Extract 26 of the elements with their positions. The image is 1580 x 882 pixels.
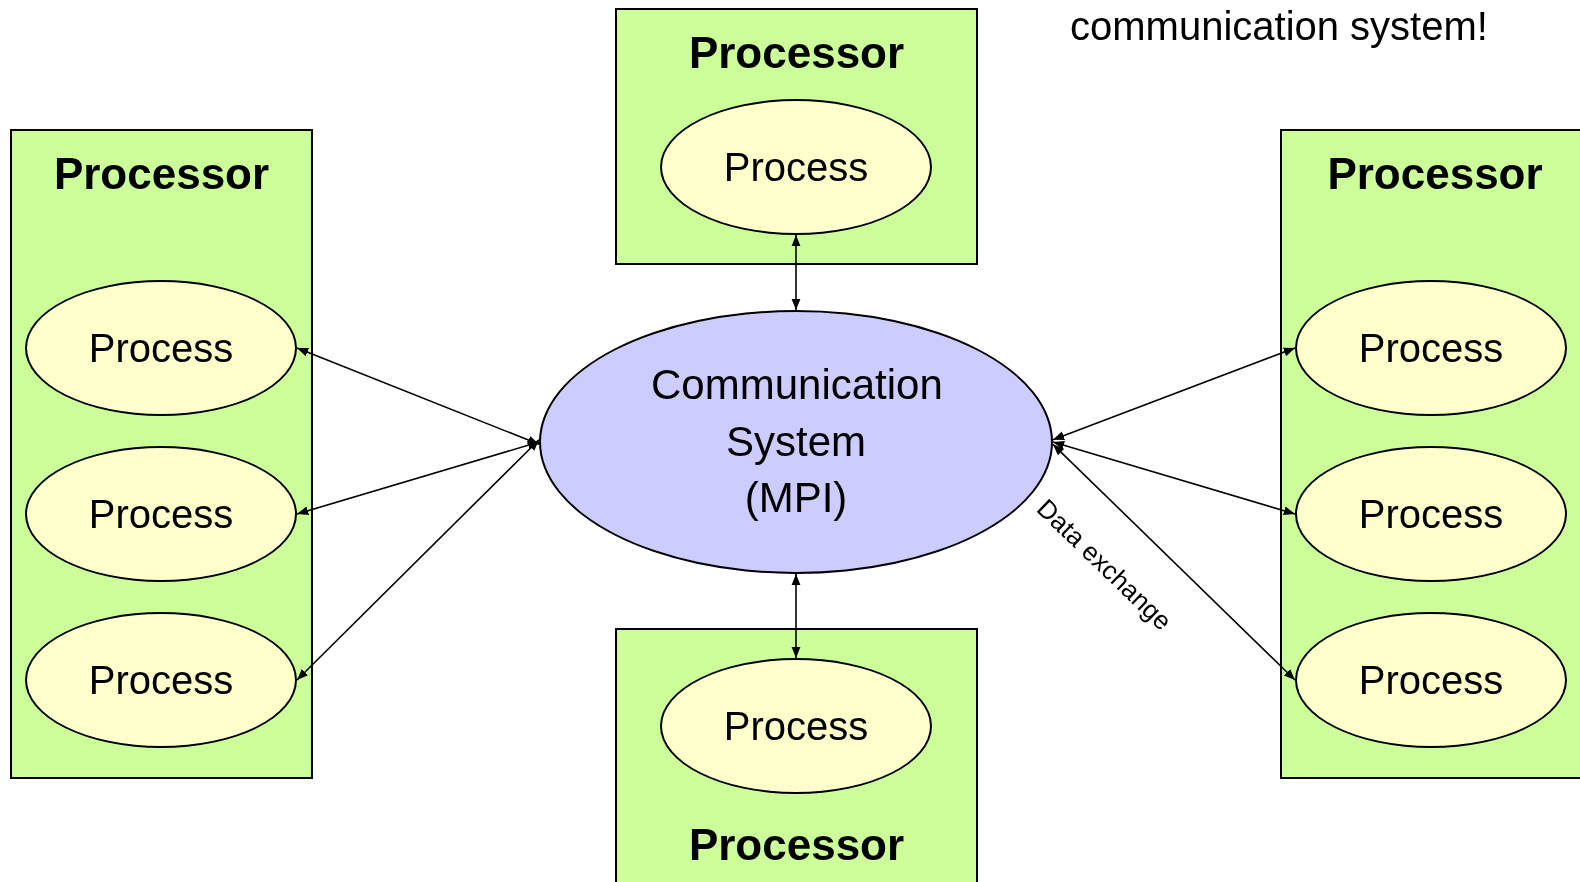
processor-title: Processor bbox=[688, 28, 905, 78]
process-label: Process bbox=[723, 703, 869, 750]
arrow bbox=[1052, 347, 1296, 441]
process-label: Process bbox=[1358, 491, 1504, 538]
process-label: Process bbox=[88, 491, 234, 538]
arrow bbox=[791, 234, 801, 311]
processor-box bbox=[615, 628, 978, 882]
arrow bbox=[1052, 440, 1296, 516]
arrow bbox=[296, 347, 540, 446]
process-label: Process bbox=[1358, 657, 1504, 704]
arrow bbox=[791, 573, 801, 659]
process-label: Process bbox=[88, 657, 234, 704]
processor-title: Processor bbox=[1327, 149, 1543, 199]
process-label: Process bbox=[1358, 325, 1504, 372]
hub-label: Communication System (MPI) bbox=[651, 359, 941, 524]
process-label: Process bbox=[88, 325, 234, 372]
arrow bbox=[1052, 443, 1296, 681]
arrow bbox=[296, 438, 540, 681]
processor-box bbox=[10, 129, 313, 779]
processor-box bbox=[615, 8, 978, 265]
processor-title: Processor bbox=[688, 820, 905, 870]
note-text: communication system! bbox=[1070, 4, 1488, 49]
processor-title: Processor bbox=[53, 149, 270, 199]
arrow bbox=[296, 440, 540, 516]
processor-box bbox=[1280, 129, 1580, 779]
process-label: Process bbox=[723, 144, 869, 191]
